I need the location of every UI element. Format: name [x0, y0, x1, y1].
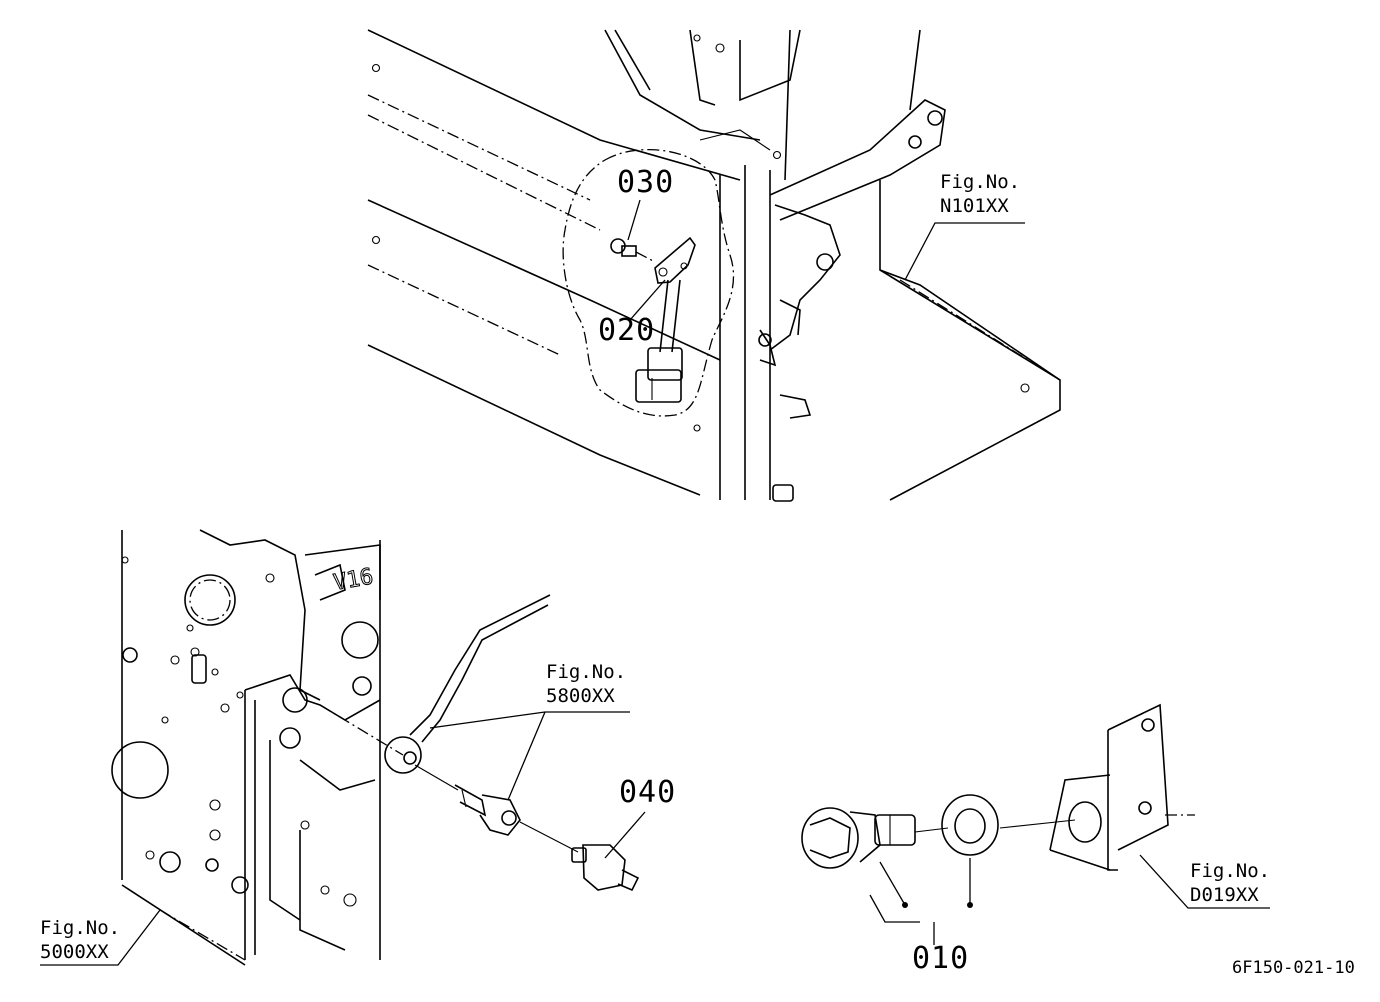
ref-n101-line2: N101XX	[940, 195, 1009, 217]
washer-010	[941, 794, 999, 856]
detail-outline	[562, 148, 735, 417]
centerline-adapter	[414, 764, 459, 791]
part-label-030: 030	[617, 165, 675, 200]
ref-d019-line1: Fig.No.	[1190, 860, 1271, 882]
ref-d019-line2: D019XX	[1190, 884, 1259, 906]
leader-5800	[429, 711, 630, 729]
leader-5800b	[507, 711, 546, 801]
centerline-engine	[319, 704, 404, 756]
leader-030	[627, 199, 641, 241]
ref-5800: Fig.No. 5800XX	[546, 660, 626, 708]
part-label-040: 040	[619, 775, 677, 810]
engine-block: V16	[111, 529, 381, 966]
bolt-030	[610, 238, 656, 263]
leader-n101	[904, 222, 1025, 281]
leader-020	[629, 279, 666, 321]
centerline-040	[519, 821, 579, 853]
switch-assembly-010	[801, 807, 916, 869]
part-label-010: 010	[912, 941, 970, 976]
oil-pipe	[384, 594, 551, 774]
leader-d019	[1139, 854, 1270, 909]
frame-assembly	[367, 29, 1061, 502]
pressure-switch-040	[571, 844, 640, 892]
adapter-bolt	[454, 784, 521, 836]
drawing-code: 6F150-021-10	[1232, 958, 1355, 978]
ref-5800-line2: 5800XX	[546, 685, 615, 707]
ref-5000: Fig.No. 5000XX	[40, 916, 120, 964]
ref-d019: Fig.No. D019XX	[1190, 859, 1270, 907]
sensor-harness-020	[635, 236, 696, 403]
centerline-washer	[999, 819, 1076, 829]
ref-5000-line2: 5000XX	[40, 941, 109, 963]
ref-n101: Fig.No. N101XX	[940, 170, 1020, 218]
ref-5000-line1: Fig.No.	[40, 917, 121, 939]
part-label-020: 020	[598, 313, 656, 348]
mounting-bracket	[1049, 703, 1195, 871]
leader-040	[604, 811, 646, 859]
centerline-block	[159, 909, 246, 961]
svg-text:V16: V16	[332, 564, 375, 596]
ref-5800-line1: Fig.No.	[546, 661, 627, 683]
leader-5000	[40, 909, 161, 966]
group-bracket-010	[869, 858, 973, 945]
ref-n101-line1: Fig.No.	[940, 171, 1021, 193]
